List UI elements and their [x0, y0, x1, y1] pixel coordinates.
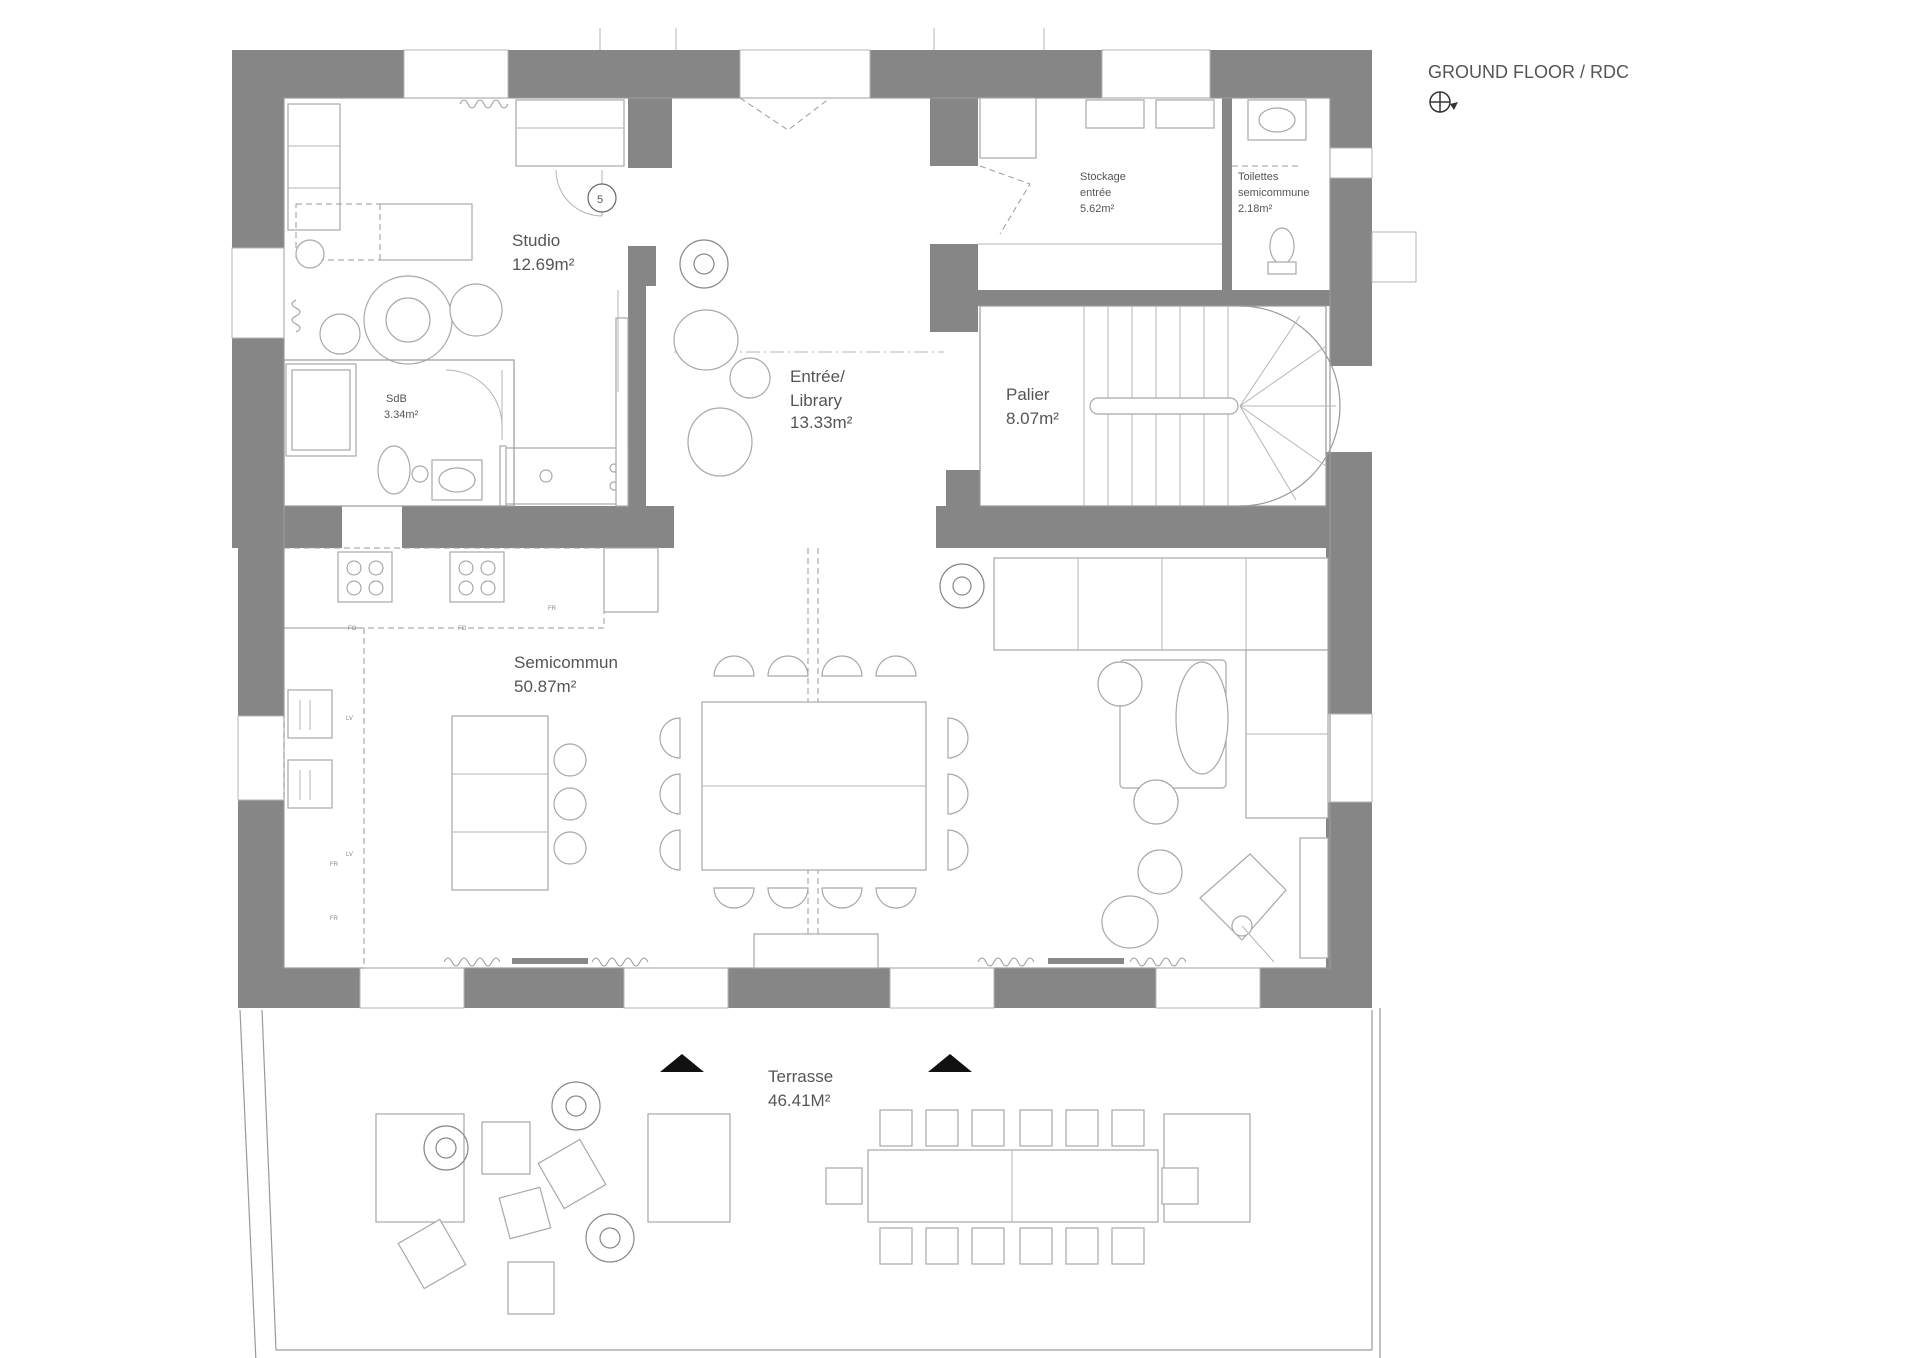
- plan-title: GROUND FLOOR / RDC: [1428, 62, 1629, 82]
- entree-label-2: Library: [790, 391, 842, 410]
- lv-tag: LV: [346, 852, 353, 858]
- studio-furniture: 5: [287, 99, 629, 507]
- entry-arrow-icon: [928, 1054, 972, 1072]
- stockage-label-1: Stockage: [1080, 171, 1126, 183]
- toilettes-label-1: Toilettes: [1238, 171, 1279, 183]
- living-area: [939, 557, 1329, 963]
- entree-area: 13.33m²: [790, 413, 853, 432]
- terrace: [239, 1008, 1381, 1358]
- palier-label: Palier: [1006, 385, 1050, 404]
- walls: [232, 50, 1372, 1008]
- terrasse-area: 46.41M²: [768, 1091, 831, 1110]
- palier-area: 8.07m²: [1006, 409, 1059, 428]
- plant-icon: [939, 563, 985, 609]
- entree-label-1: Entrée/: [790, 367, 845, 386]
- toilettes-area: 2.18m²: [1238, 203, 1273, 215]
- sdb-label: SdB: [386, 393, 407, 405]
- fr-tag: FR: [548, 606, 557, 612]
- dining-area: [659, 548, 969, 969]
- studio-area: 12.69m²: [512, 255, 575, 274]
- stair-icon: [979, 305, 1341, 507]
- studio-label: Studio: [512, 231, 560, 250]
- semicommun-label: Semicommun: [514, 653, 618, 672]
- north-arrow-icon: [1429, 91, 1458, 113]
- plant-icon: [679, 239, 729, 289]
- terrace-chairs: [879, 1109, 1145, 1265]
- lv-tag: LV: [346, 716, 353, 722]
- fo-tag: FO: [458, 626, 467, 632]
- chair-icon: [659, 655, 969, 909]
- stockage-furniture: [978, 97, 1222, 245]
- fr-tag: FR: [330, 916, 339, 922]
- fr-tag: FR: [330, 862, 339, 868]
- room-number: 5: [597, 194, 603, 206]
- radiators: [291, 99, 1187, 967]
- kitchen: FR FO FO LV LV FR FR: [283, 547, 659, 969]
- entree-furniture: [673, 97, 944, 477]
- semicommun-area: 50.87m²: [514, 677, 577, 696]
- bathroom-fixtures: [283, 359, 515, 507]
- stockage-area: 5.62m²: [1080, 203, 1115, 215]
- toilettes-label-2: semicommune: [1238, 187, 1310, 199]
- sdb-area: 3.34m²: [384, 409, 419, 421]
- toilet-fixtures: [1232, 99, 1307, 275]
- stockage-label-2: entrée: [1080, 187, 1111, 199]
- room-number-circle: [587, 183, 617, 213]
- plant-icon: [423, 1081, 635, 1263]
- fo-tag: FO: [348, 626, 357, 632]
- entry-arrow-icon: [660, 1054, 704, 1072]
- windows: [231, 28, 1417, 1009]
- terrasse-label: Terrasse: [768, 1067, 833, 1086]
